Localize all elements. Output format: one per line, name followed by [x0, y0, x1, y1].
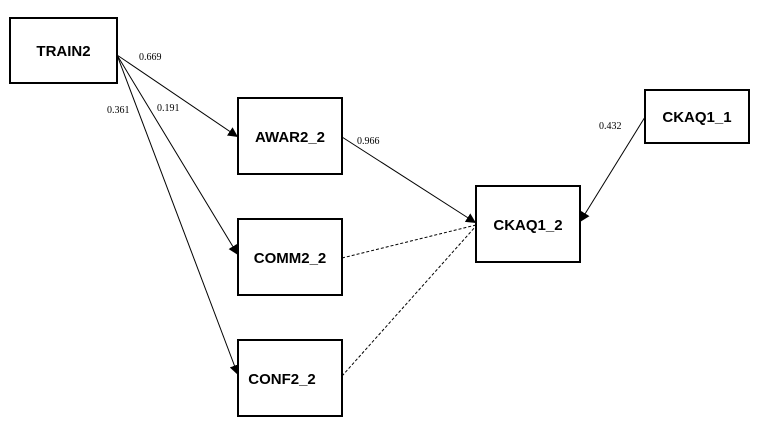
- edge-conf2-2-to-ckaq1-2: [341, 225, 477, 377]
- coef-train2-comm2-2: 0.191: [157, 103, 180, 114]
- edge-train2-to-awar2-2: [116, 54, 239, 138]
- node-train2: TRAIN2: [9, 17, 118, 84]
- coef-train2-awar2-2: 0.669: [139, 52, 162, 63]
- node-label-comm2-2: COMM2_2: [254, 250, 327, 267]
- node-label-awar2-2: AWAR2_2: [255, 129, 325, 146]
- edge-train2-to-conf2-2: [116, 54, 240, 376]
- edge-awar2-2-to-ckaq1-2: [341, 136, 477, 224]
- node-label-ckaq1-2: CKAQ1_2: [493, 217, 562, 234]
- coef-train2-conf2-2: 0.361: [107, 105, 130, 116]
- node-label-ckaq1-1: CKAQ1_1: [662, 109, 731, 126]
- node-ckaq1-2: CKAQ1_2: [475, 185, 581, 263]
- node-label-train2: TRAIN2: [36, 43, 90, 60]
- edge-comm2-2-to-ckaq1-2: [341, 224, 477, 259]
- node-comm2-2: COMM2_2: [237, 218, 343, 296]
- coef-ckaq1-1-ckaq1-2: 0.432: [599, 121, 622, 132]
- edge-train2-to-comm2-2: [116, 54, 239, 256]
- node-label-conf2-2: CONF2_2: [248, 371, 316, 388]
- coef-awar2-2-ckaq1-2: 0.966: [357, 136, 380, 147]
- edge-ckaq1-1-to-ckaq1-2: [579, 116, 646, 223]
- node-conf2-2: CONF2_2: [237, 339, 343, 417]
- node-ckaq1-1: CKAQ1_1: [644, 89, 750, 144]
- node-awar2-2: AWAR2_2: [237, 97, 343, 175]
